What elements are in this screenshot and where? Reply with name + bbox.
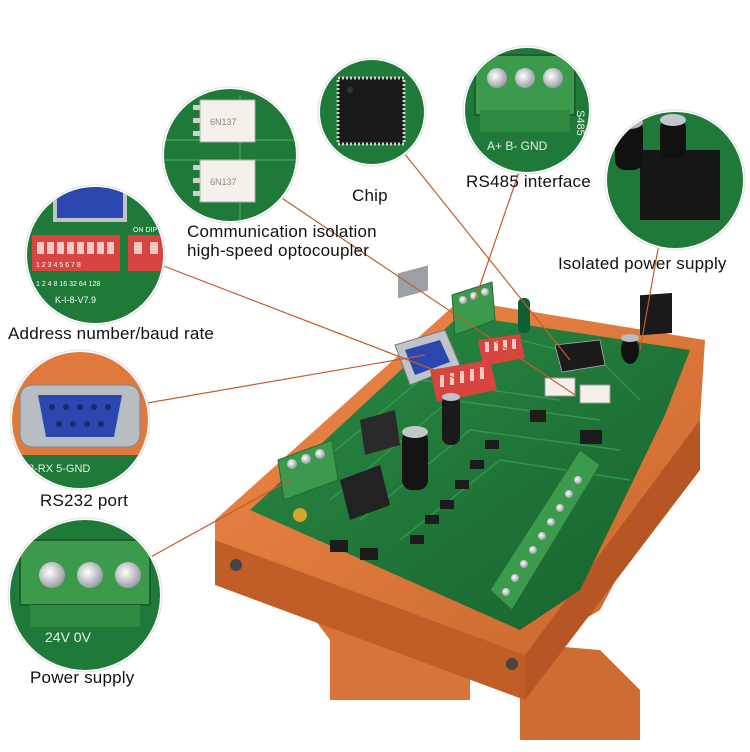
board-inductor xyxy=(340,410,400,520)
dip-values: 1 2 4 8 16 32 64 128 xyxy=(36,281,100,288)
chip-detail xyxy=(317,57,427,167)
opto-code-bottom: 6N137 xyxy=(210,177,237,187)
rs232-detail: 3-RX 5-GND xyxy=(9,349,151,491)
dip-on-label: ON DIP xyxy=(133,227,157,234)
board-small-ics xyxy=(330,410,602,560)
board-dip-switches xyxy=(430,334,525,402)
rs485-detail: A+ B- GND S485 xyxy=(462,45,592,175)
screw-right xyxy=(506,658,518,670)
rs232-label: RS232 port xyxy=(40,491,128,510)
optocoupler-label-line2: high-speed optocoupler xyxy=(187,241,370,260)
rs232-pin-labels: 3-RX 5-GND xyxy=(28,463,90,475)
power-supply-detail: 24V 0V xyxy=(7,517,163,673)
optocoupler-label: Communication isolation high-speed optoc… xyxy=(187,222,377,260)
main-board xyxy=(215,265,705,740)
rs485-side-label: S485 xyxy=(574,110,586,136)
board-code: K-I-8-V7.9 xyxy=(55,295,96,305)
housing-front-face xyxy=(215,540,525,700)
address-dip-detail: ON DIP 1 2 3 4 5 6 7 8 1 2 4 8 16 32 64 … xyxy=(24,184,166,326)
chip-label: Chip xyxy=(352,186,388,205)
housing-right-face xyxy=(525,420,700,700)
board-optocouplers xyxy=(544,377,611,404)
rs485-pin-labels: A+ B- GND xyxy=(487,139,548,153)
board-chip xyxy=(554,339,606,373)
power-pin-labels: 24V 0V xyxy=(45,629,92,645)
board-output-terminals xyxy=(489,449,601,611)
screw-left xyxy=(230,559,242,571)
optocoupler-detail: 6N137 6N137 xyxy=(161,86,299,224)
dip-numbers: 1 2 3 4 5 6 7 8 xyxy=(36,262,81,269)
address-label: Address number/baud rate xyxy=(8,324,215,343)
board-power-terminal xyxy=(277,439,339,522)
opto-code-top: 6N137 xyxy=(210,117,237,127)
power-supply-label: Power supply xyxy=(30,668,135,687)
isolated-power-detail xyxy=(604,109,746,251)
optocoupler-label-line1: Communication isolation xyxy=(187,222,377,241)
isolated-power-label: Isolated power supply xyxy=(558,254,727,273)
rs485-label: RS485 interface xyxy=(466,172,591,191)
